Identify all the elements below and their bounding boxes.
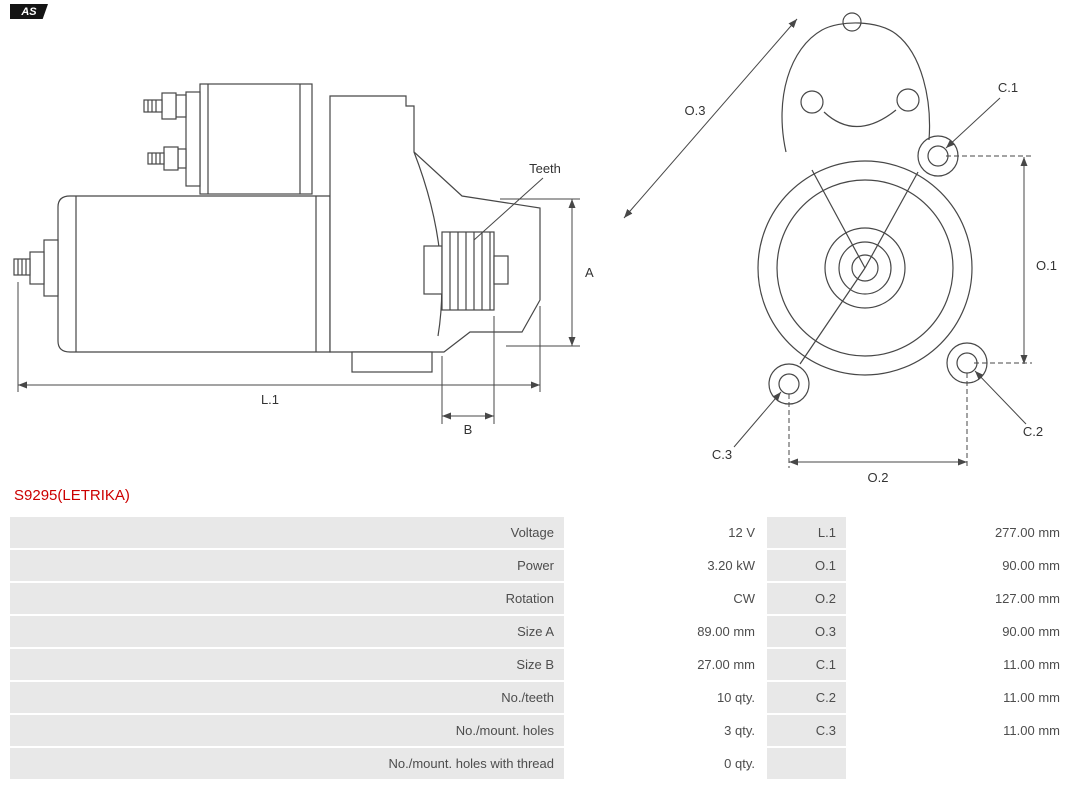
spec-key2: C.3 (767, 715, 846, 746)
starter-side-view (13, 83, 541, 373)
spec-value: 27.00 mm (566, 649, 765, 680)
top-bracket (781, 12, 931, 153)
spec-key: No./mount. holes (10, 715, 564, 746)
spec-value2: 11.00 mm (848, 649, 1070, 680)
dim-label-o2: O.2 (868, 470, 889, 485)
technical-drawing: Teeth A L.1 B (13, 12, 1057, 485)
spec-table: Voltage 12 V L.1 277.00 mm Power 3.20 kW… (10, 517, 1070, 779)
spec-key: Rotation (10, 583, 564, 614)
dim-label-c3: C.3 (712, 447, 732, 462)
dim-label-l1: L.1 (261, 392, 279, 407)
brand-logo: AS (10, 4, 48, 19)
spec-key2 (767, 748, 846, 779)
mount-hole-c1 (927, 145, 949, 167)
brand-logo-text: AS (21, 5, 37, 18)
spec-key: Size A (10, 616, 564, 647)
spec-key2: C.1 (767, 649, 846, 680)
starter-front-view (757, 12, 988, 405)
spec-key: No./mount. holes with thread (10, 748, 564, 779)
side-view-dimensions (17, 177, 580, 424)
spec-key2: C.2 (767, 682, 846, 713)
pinion-gear (423, 231, 509, 311)
leader-c1 (945, 97, 1001, 149)
spec-value: 3 qty. (566, 715, 765, 746)
spec-value: 89.00 mm (566, 616, 765, 647)
shaft-center (851, 254, 879, 282)
solenoid-terminal-top (143, 92, 187, 120)
spec-key2: O.2 (767, 583, 846, 614)
leader-c2 (974, 370, 1027, 425)
part-number[interactable]: S9295(LETRIKA) (14, 487, 130, 504)
spec-key2: O.3 (767, 616, 846, 647)
dim-label-c1: C.1 (998, 80, 1018, 95)
dim-label-o1: O.1 (1036, 258, 1057, 273)
mount-hole-c3 (778, 373, 800, 395)
spec-value: 0 qty. (566, 748, 765, 779)
spec-value: CW (566, 583, 765, 614)
motor-body (57, 195, 331, 353)
body-terminal-bolt (13, 239, 59, 297)
dim-label-b: B (464, 422, 473, 437)
spec-key: No./teeth (10, 682, 564, 713)
spec-value2: 11.00 mm (848, 715, 1070, 746)
solenoid-terminal-bottom (147, 146, 187, 171)
spec-key: Size B (10, 649, 564, 680)
spec-value: 3.20 kW (566, 550, 765, 581)
spec-key: Power (10, 550, 564, 581)
teeth-leader-line (473, 177, 544, 241)
spec-value2 (848, 748, 1070, 779)
leader-c3 (733, 391, 782, 448)
dim-label-o3: O.3 (685, 103, 706, 118)
spec-key: Voltage (10, 517, 564, 548)
spec-value2: 90.00 mm (848, 616, 1070, 647)
spec-value2: 127.00 mm (848, 583, 1070, 614)
front-view-dimensions (623, 18, 1032, 468)
spec-value: 12 V (566, 517, 765, 548)
spec-value2: 90.00 mm (848, 550, 1070, 581)
spec-value2: 277.00 mm (848, 517, 1070, 548)
dim-label-c2: C.2 (1023, 424, 1043, 439)
teeth-label: Teeth (529, 161, 561, 176)
mounting-foot (351, 351, 433, 373)
dim-line-o3 (623, 18, 798, 219)
dim-label-a: A (585, 265, 594, 280)
spec-key2: O.1 (767, 550, 846, 581)
spec-value: 10 qty. (566, 682, 765, 713)
spec-key2: L.1 (767, 517, 846, 548)
spec-value2: 11.00 mm (848, 682, 1070, 713)
solenoid (185, 83, 313, 195)
